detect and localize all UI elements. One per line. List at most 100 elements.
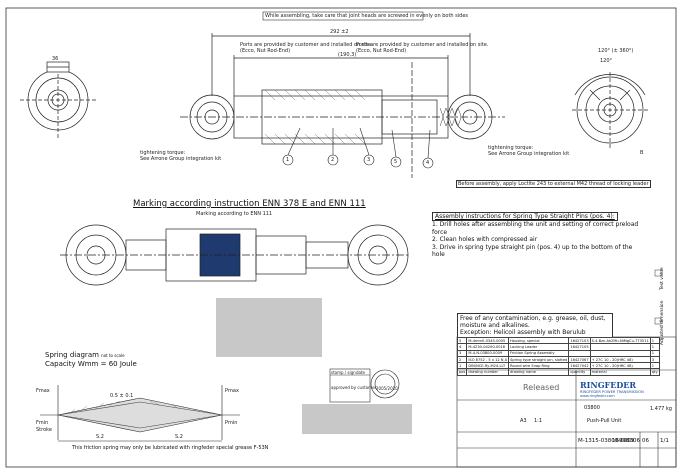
left-width-dimension: 36	[52, 56, 59, 62]
assembly-step-1: 1. Drill holes after assembling the unit…	[432, 221, 639, 236]
spring-value-stroke: Stroke	[36, 427, 52, 433]
left-end-view	[20, 61, 96, 138]
spring-title: Spring diagram not to scale	[45, 351, 125, 359]
bom-cell: + 27C 10 - 20(HRC 48)	[589, 355, 651, 364]
code: 03800	[584, 405, 600, 411]
spring-value-fmax: Fmax	[36, 388, 50, 394]
bom-cell: 1	[456, 362, 468, 370]
main-section	[180, 33, 505, 178]
drawing-number: M-1315-03800-0009	[578, 438, 635, 444]
assembly-instructions: Assembly instructions for Spring Type St…	[432, 212, 644, 258]
spring-title-text: Spring diagram	[45, 351, 99, 359]
tightening-note-left: tightening torque: See Arrone Group inte…	[140, 150, 222, 162]
spring-capacity: Capacity Wmm = 60 Joule	[45, 360, 137, 368]
weight: 1.477 kg	[650, 406, 672, 412]
bom-cell: 16427067	[568, 355, 591, 364]
balloon-2: 2	[331, 157, 335, 163]
sheet: 1/1	[660, 438, 669, 444]
stamp-seal	[370, 369, 400, 399]
bom-header-cell: pos	[456, 368, 468, 376]
product-name: Push-Pull Unit	[587, 418, 622, 424]
revision: 06	[642, 438, 649, 444]
bom-header-cell: quantity	[568, 368, 591, 376]
balloon-1: 1	[286, 157, 290, 163]
side-label-adjusted: Adjusted dimension	[660, 300, 665, 345]
balloon-5: 5	[394, 159, 398, 165]
company-sub: RINGFEDER POWER TRANSMISSION www.ringfed…	[580, 390, 644, 398]
inner-dimension: (190,3)	[338, 52, 357, 58]
stamp-label-approved: approved by customer	[331, 385, 377, 390]
bom-cell: 5	[456, 336, 468, 345]
contamination-note: Free of any contamination, e.g. grease, …	[457, 313, 613, 338]
company-sub-text: RINGFEDER POWER TRANSMISSION	[580, 390, 644, 394]
port-note-right: Ports are provided by customer and insta…	[356, 42, 489, 54]
bom-cell: 1	[649, 362, 660, 370]
bom-header-cell: qty	[649, 368, 660, 376]
marking-title: Marking according instruction ENN 378 E …	[133, 199, 366, 209]
bom-cell: 1	[649, 336, 660, 345]
balloon-3: 3	[367, 157, 371, 163]
bom-cell: 16427105	[568, 343, 591, 351]
tightening-note-right: tightening torque: See Arrone Group inte…	[488, 145, 570, 157]
bom-header-cell: drawing number	[466, 368, 510, 376]
angle-b-label: 120°	[600, 58, 613, 64]
bom-header-cell: material	[589, 368, 651, 376]
bom-header-cell: drawing name	[508, 368, 570, 376]
assembly-heading: Assembly instructions for Spring Type St…	[432, 212, 618, 222]
bom-cell	[568, 349, 591, 357]
scale: 1:1	[534, 418, 543, 424]
marking-view	[60, 224, 410, 286]
section-b-label: B	[640, 150, 644, 156]
bom-cell	[589, 343, 651, 351]
angle-a-label: 120° (± 360°)	[598, 48, 634, 54]
spring-value-pmax: Pmax	[225, 388, 239, 394]
company-logo: RINGFEDER	[580, 380, 636, 390]
bom-cell: 1	[649, 349, 660, 357]
port-note-left: Ports are provided by customer and insta…	[240, 42, 373, 54]
spring-value-s2-b: S.2	[175, 434, 183, 440]
spring-diagram	[40, 385, 240, 442]
bom-cell: 4	[456, 343, 468, 351]
bom-cell: 16427042	[568, 362, 591, 370]
stamp-label-date: date	[356, 370, 366, 375]
spring-title-small: not to scale	[101, 353, 125, 358]
spring-value-s2-a: S.2	[96, 434, 104, 440]
bom-cell: 2	[456, 355, 468, 364]
item-balloons	[282, 127, 434, 169]
bom-cell: 16427103	[568, 336, 591, 345]
bom-cell: 3	[456, 349, 468, 357]
stamp-label-sign: stamp / sign	[331, 370, 356, 375]
status-label: Released	[523, 383, 560, 392]
marking-subtitle: Marking according to ENN 111	[196, 211, 273, 217]
loctite-note: Before assembly, apply Loctite 243 to ex…	[456, 180, 651, 188]
bom-cell: 1	[649, 343, 660, 351]
format: A3	[520, 418, 527, 424]
assembly-step-2: 2. Clean holes with compressed air	[432, 236, 538, 244]
overall-dimension: 292 ±2	[330, 29, 349, 35]
bom-cell: S-4-Bzn-Ak2Mn-NiMgCu-7T3511	[589, 336, 651, 345]
bom-cell: 3	[649, 355, 660, 364]
spring-value-fmin: Fmin	[36, 420, 49, 426]
right-end-view	[572, 72, 648, 150]
spring-value-tolerance: 0.5 ± 0.1	[110, 393, 134, 399]
doc-number: 16998006	[612, 438, 640, 444]
gray-block-lower	[302, 404, 412, 434]
top-note: While assembling, take care that joint h…	[265, 13, 469, 19]
stamp-label-year: 2005/2010	[376, 386, 398, 391]
spring-note: This friction spring may only be lubrica…	[72, 445, 269, 451]
spring-value-pmin: Pmin	[225, 420, 238, 426]
assembly-step-3: 3. Drive in spring type straight pin (po…	[432, 243, 633, 259]
bom-cell: + 27C 10 - 20(HRC 48)	[589, 362, 651, 370]
company-website: www.ringfeder.com	[580, 394, 615, 398]
balloon-4: 4	[426, 160, 430, 166]
gray-block-upper	[216, 298, 322, 357]
